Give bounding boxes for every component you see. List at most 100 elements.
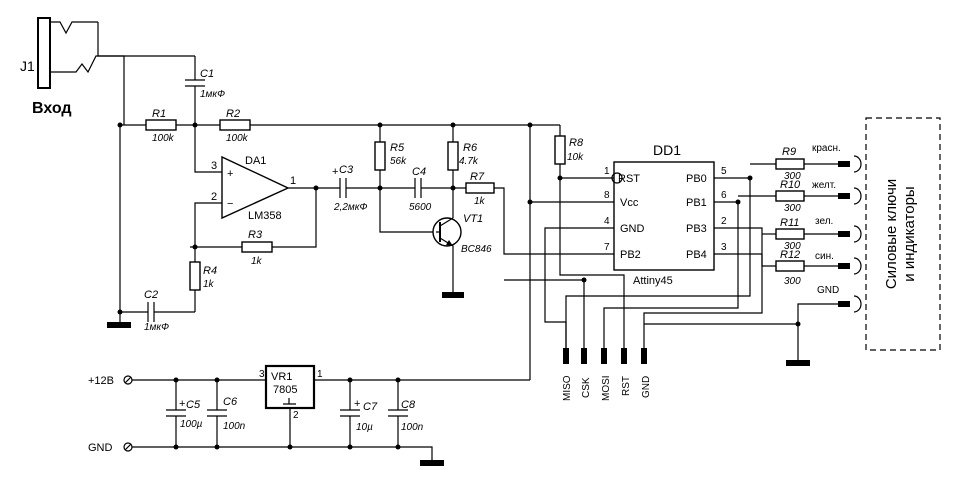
pin-pb1: PB1: [686, 197, 707, 209]
pin-pb2: PB2: [620, 249, 641, 261]
pin-vcc: Vcc: [620, 197, 639, 209]
node: [313, 185, 319, 191]
capacitor-c1: C1 1мкФ: [185, 56, 225, 125]
wire-plus-input: [194, 125, 222, 173]
vr1-pin-in: 3: [259, 369, 265, 380]
wire-gnd-power: [132, 446, 433, 462]
node: [214, 444, 220, 450]
c1-value: 1мкФ: [200, 89, 225, 100]
resistor-r7: R7 1k: [453, 171, 614, 255]
vr1-pin-gnd: 2: [293, 410, 299, 421]
r7-value: 1k: [474, 196, 486, 207]
output-yellow: желт.: [812, 180, 836, 191]
c7-ref: C7: [363, 401, 378, 413]
r2-ref: R2: [226, 108, 240, 120]
transistor-vt1: VT1 BC846: [432, 213, 492, 292]
opamp-pin-out: 1: [290, 175, 296, 187]
capacitor-c8: C8 100n: [388, 380, 424, 447]
terminal-gnd: [123, 442, 133, 452]
r4-ref: R4: [203, 265, 217, 277]
power-box-line2: и индикаторы: [901, 186, 918, 281]
c3-plus-sign: +: [332, 166, 338, 178]
vt1-ref: VT1: [463, 213, 483, 225]
opamp-ref: DA1: [245, 155, 266, 167]
isp-gnd: GND: [641, 376, 652, 398]
vr1-pin-out: 1: [317, 369, 323, 380]
c5-plus-sign: +: [179, 398, 185, 410]
mcu-ref: DD1: [653, 142, 681, 158]
r12-value: 300: [784, 276, 801, 287]
node: [347, 377, 353, 383]
node: [347, 444, 353, 450]
resistor-r8: R8 10k: [554, 125, 614, 179]
power-box-line1: Силовые ключи: [883, 179, 900, 289]
r1-ref: R1: [152, 108, 166, 120]
resistor-r1: R1 100k: [120, 108, 195, 144]
isp-miso: MISO: [562, 375, 573, 401]
r3-ref: R3: [248, 229, 263, 241]
pin-num-4: 4: [604, 216, 610, 227]
pin-pb3: PB3: [686, 223, 707, 235]
wire-rst-isp: [559, 178, 625, 348]
resistor-r12: R12 300: [775, 249, 838, 287]
r5-value: 56k: [390, 156, 407, 167]
isp-csk: CSK: [581, 377, 592, 398]
c7-value: 10µ: [356, 422, 373, 433]
wire: [761, 254, 776, 267]
resistor-r5: R5 56k: [374, 125, 436, 233]
wire-minus-input: [190, 202, 222, 248]
wire-gnd-isp: [643, 227, 763, 348]
vr1-ref: VR1: [271, 371, 292, 383]
r9-value: 300: [784, 171, 801, 182]
resistor-r3: R3 1k: [195, 188, 317, 267]
r11-value: 300: [784, 241, 801, 252]
pin-num-8: 8: [604, 190, 610, 201]
pin-pb4: PB4: [686, 249, 707, 261]
c4-value: 5600: [409, 202, 432, 213]
node: [581, 277, 587, 283]
terminal-vin: [123, 375, 133, 385]
c4-ref: C4: [412, 166, 426, 178]
c1-ref: C1: [200, 68, 214, 80]
capacitor-c3: + C3 2,2мкФ: [332, 164, 380, 213]
c6-ref: C6: [223, 396, 238, 408]
pin-rst: RST: [618, 173, 640, 185]
ground-symbol: [420, 460, 444, 466]
c7-plus-sign: +: [354, 398, 360, 410]
pin-num-7: 7: [604, 242, 610, 253]
mcu-dd1: DD1 Attiny45 RST Vcc GND PB2 1 8 4 7 PB0…: [604, 142, 727, 287]
c8-ref: C8: [401, 399, 416, 411]
vin-label: +12В: [88, 375, 114, 387]
output-green: зел.: [815, 216, 833, 227]
r8-ref: R8: [569, 137, 584, 149]
opamp-plus-sign: +: [227, 168, 233, 180]
vr1-part: 7805: [273, 384, 297, 396]
node: [214, 377, 220, 383]
input-label: Вход: [32, 100, 72, 117]
r4-value: 1k: [203, 279, 215, 290]
resistor-r2: R2 100k: [195, 108, 380, 144]
r2-value: 100k: [226, 133, 249, 144]
opamp-da1: DA1 LM358 + − 3 2 1: [211, 155, 296, 222]
isp-header: MISO CSK MOSI RST GND: [562, 348, 652, 401]
r12-ref: R12: [780, 249, 800, 261]
wire-output-gnd: [797, 303, 838, 360]
capacitor-c4: C4 5600: [380, 166, 453, 213]
opamp-pin-plus: 3: [211, 160, 217, 172]
resistor-r11: R11 300: [775, 217, 838, 252]
resistor-r10: R10 300: [775, 179, 838, 214]
wire-jack-c1: [97, 22, 195, 57]
output-red: красн.: [812, 143, 841, 154]
pin-num-2: 2: [721, 216, 727, 227]
mcu-part: Attiny45: [633, 275, 673, 287]
capacitor-c7: + C7 10µ: [340, 380, 378, 447]
wire-csk: [504, 279, 585, 348]
regulator-vr1: VR1 7805 3 1 2: [259, 364, 323, 421]
resistor-r6: R6 4.7k: [447, 125, 479, 218]
r7-ref: R7: [470, 171, 485, 183]
wire-pb0-miso: [565, 177, 751, 348]
ground-symbol: [786, 360, 810, 366]
opamp-part: LM358: [248, 210, 282, 222]
c2-ref: C2: [144, 289, 158, 301]
